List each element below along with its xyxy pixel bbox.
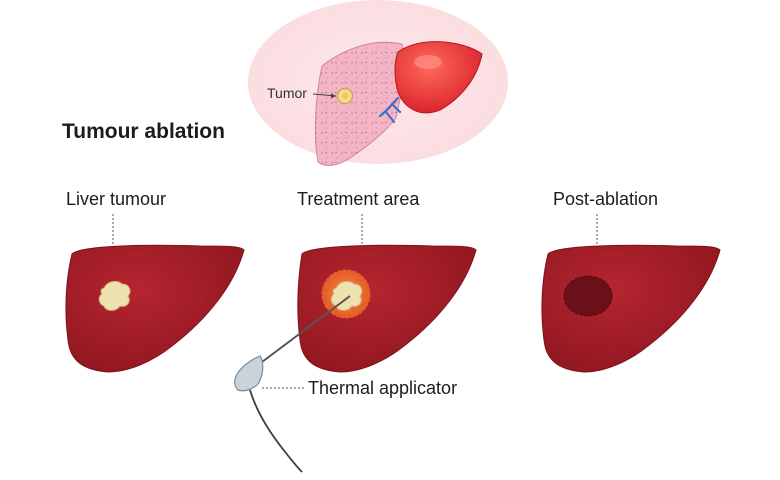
liver-shape — [65, 244, 245, 373]
diagram-title: Tumour ablation — [62, 120, 225, 143]
stage-treatment-area — [234, 214, 477, 473]
liver-shape — [297, 244, 477, 373]
stage-label-liver-tumour: Liver tumour — [66, 189, 166, 209]
applicator-cable — [249, 389, 303, 473]
stage-label-post-ablation: Post-ablation — [553, 189, 658, 209]
applicator-needle — [261, 295, 351, 363]
tumour — [98, 280, 131, 311]
inset-vessel — [378, 96, 402, 124]
stage-post-ablation — [541, 214, 721, 373]
applicator-label: Thermal applicator — [308, 378, 457, 398]
stage-label-treatment-area: Treatment area — [297, 189, 420, 209]
applicator-handle[interactable] — [234, 355, 264, 392]
ablated-zone — [563, 275, 613, 317]
inset-illustration: Tumor — [248, 0, 508, 166]
stage-liver-tumour — [65, 214, 245, 373]
inset-tumor-label: Tumor — [267, 85, 307, 101]
liver-shape — [541, 244, 721, 373]
